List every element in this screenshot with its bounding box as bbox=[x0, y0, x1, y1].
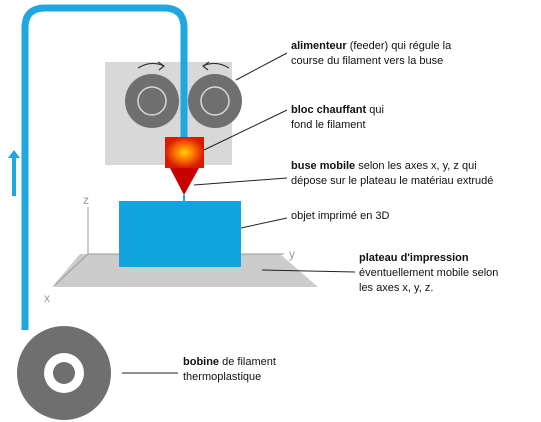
filament bbox=[21, 4, 188, 330]
z-axis-label: z bbox=[83, 193, 89, 207]
rotation-arrow-icon bbox=[201, 61, 230, 71]
right-roller bbox=[188, 74, 242, 128]
object-label: objet imprimé en 3D bbox=[291, 210, 390, 222]
printed-object bbox=[119, 201, 241, 267]
leader-lines bbox=[122, 52, 356, 374]
heater-block bbox=[165, 137, 204, 168]
spool-label: bobine de filament thermoplastique bbox=[183, 356, 276, 383]
nozzle bbox=[170, 168, 199, 195]
plate-label: plateau d'impression éventuellement mobi… bbox=[359, 252, 499, 294]
build-plate bbox=[52, 254, 318, 287]
x-axis-label: x bbox=[44, 291, 50, 305]
feeder-rollers bbox=[125, 74, 242, 128]
left-roller bbox=[125, 74, 179, 128]
nozzle-label: buse mobile selon les axes x, y, z qui d… bbox=[291, 160, 494, 187]
up-arrow-icon bbox=[8, 150, 20, 196]
filament-spool bbox=[17, 326, 111, 420]
rotation-arrow-icon bbox=[137, 61, 166, 71]
y-axis-label: y bbox=[289, 247, 295, 261]
feeder-label: alimenteur (feeder) qui régule la course… bbox=[291, 40, 452, 67]
heater-label: bloc chauffant qui fond le filament bbox=[291, 104, 384, 131]
x-axis-line bbox=[54, 253, 89, 286]
